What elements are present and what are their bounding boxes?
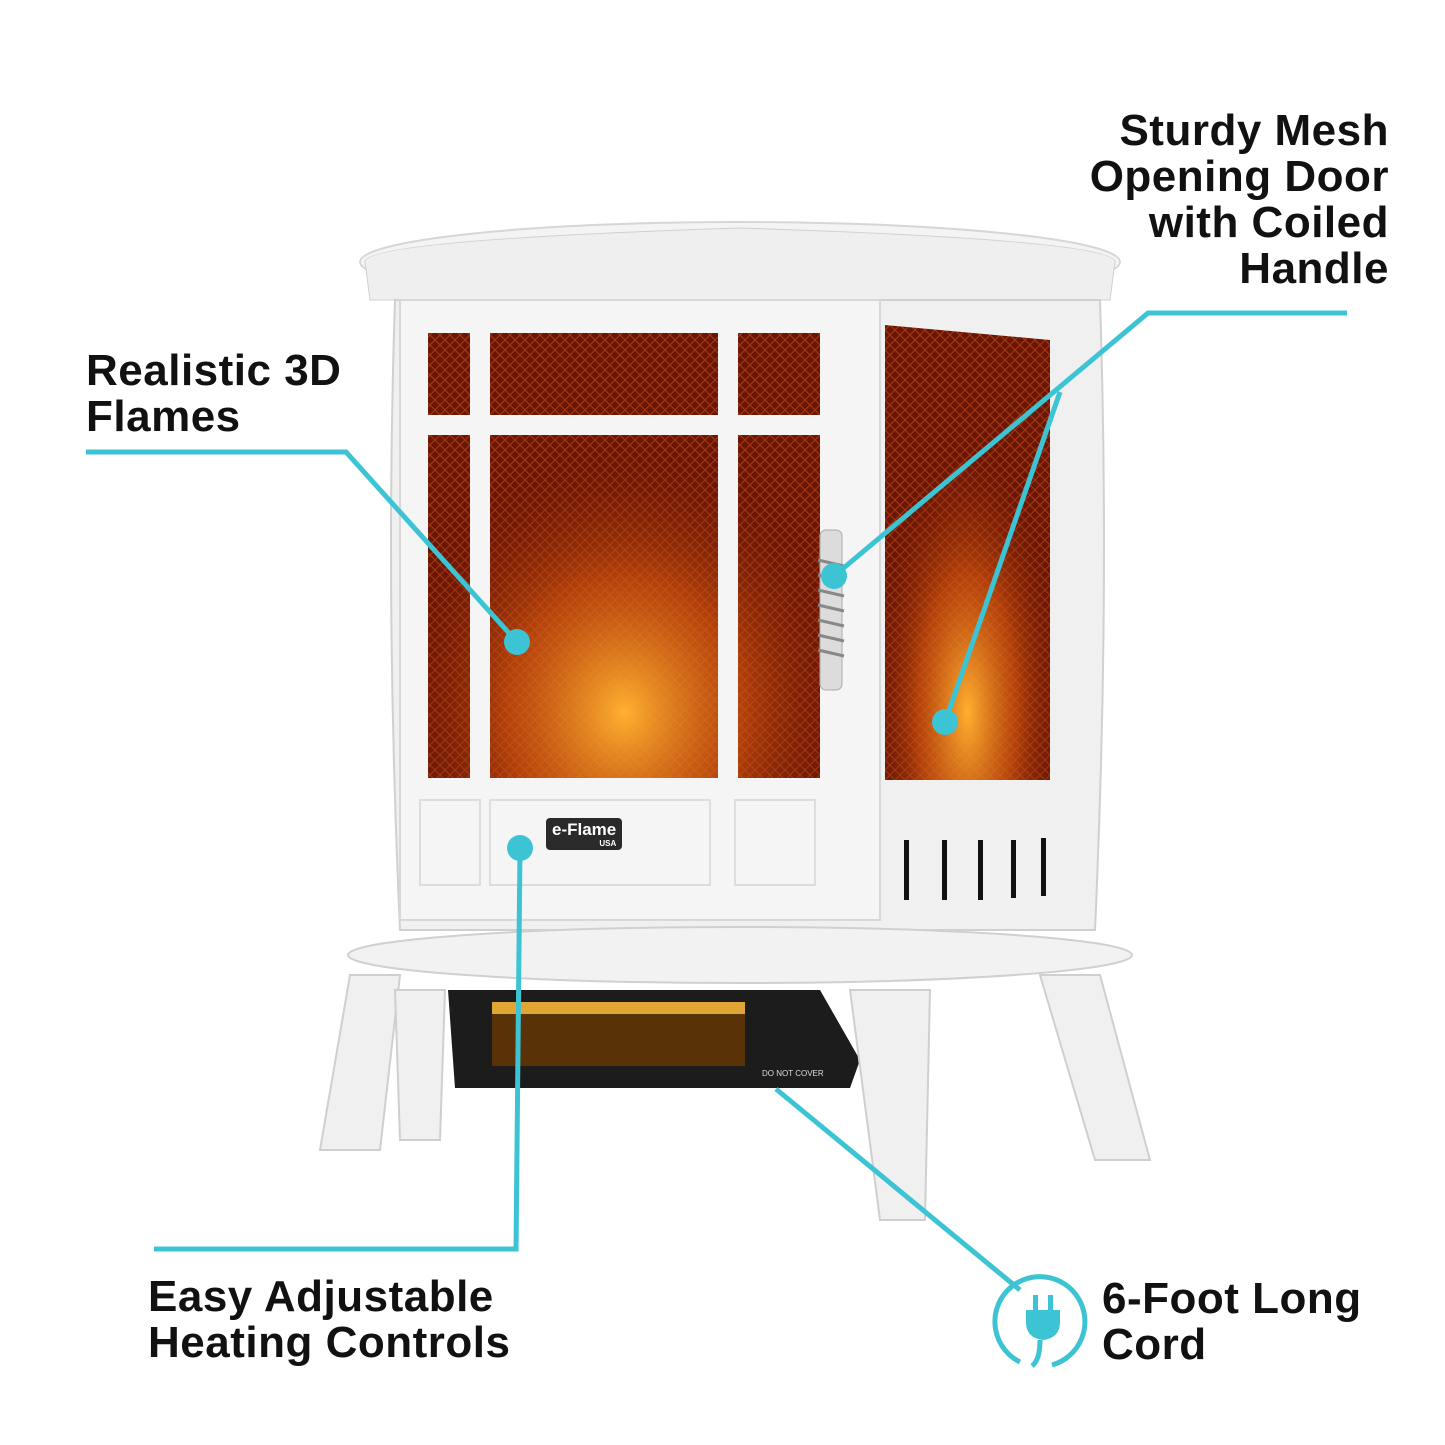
callout-line: Opening Door [1089, 152, 1389, 201]
callout-line: Sturdy Mesh [1119, 106, 1389, 155]
heater-warning-label: DO NOT COVER [762, 1069, 824, 1078]
fireplace-base [347, 926, 1133, 984]
callout-line: Handle [1239, 244, 1389, 293]
callout-lines [86, 310, 1347, 1292]
callout-flames: Realistic 3D Flames [86, 348, 341, 440]
logo-text: e-Flame [552, 820, 617, 839]
fireplace-legs [318, 974, 1152, 1221]
callout-dots [504, 563, 958, 861]
callout-controls: Easy Adjustable Heating Controls [148, 1274, 510, 1366]
coiled-handle-icon [817, 529, 845, 691]
side-window [885, 325, 1050, 780]
side-vents [904, 838, 1046, 900]
callout-cord: 6-Foot Long Cord [1102, 1276, 1362, 1368]
flame-window [422, 325, 826, 786]
fireplace-top [359, 221, 1121, 303]
callout-line: Realistic 3D [86, 346, 342, 395]
callout-line: 6-Foot Long [1102, 1274, 1362, 1323]
callout-line: with Coiled [1148, 198, 1389, 247]
callout-line: Heating Controls [148, 1318, 511, 1367]
plug-icon [992, 1274, 1088, 1368]
callout-door: Sturdy Mesh Opening Door with Coiled Han… [969, 108, 1389, 292]
heater-unit [448, 990, 860, 1088]
plug-icon-body [1026, 1295, 1060, 1340]
callout-line: Flames [86, 392, 241, 441]
callout-line: Easy Adjustable [148, 1272, 494, 1321]
logo-subtext: USA [599, 839, 617, 848]
brand-logo: e-Flame USA [546, 818, 623, 850]
callout-line: Cord [1102, 1320, 1207, 1369]
